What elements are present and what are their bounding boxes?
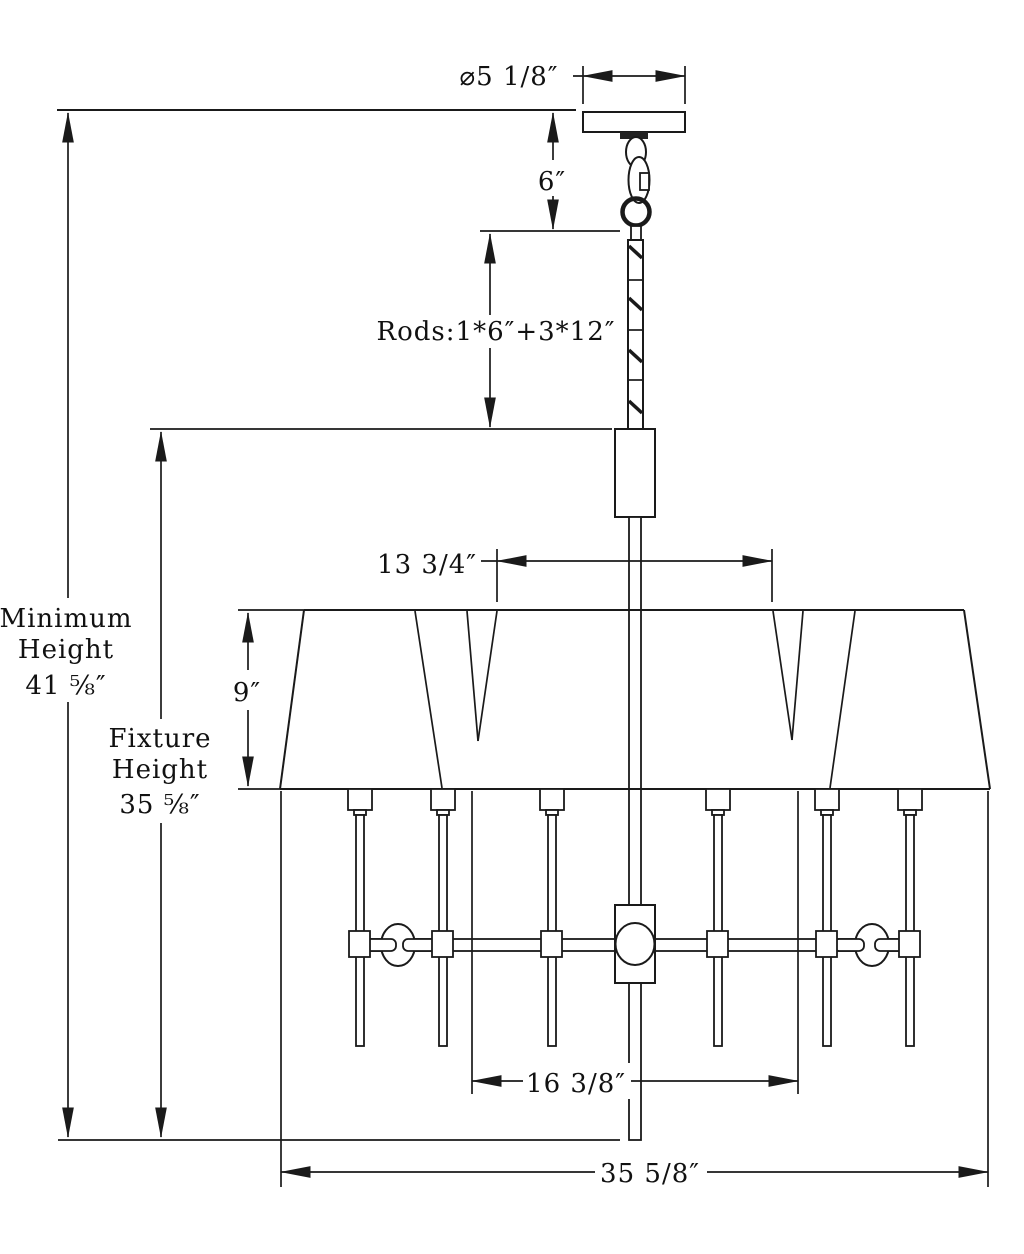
candle-4 [705,788,731,1047]
minimum-height-label-2: Height [18,635,114,665]
chain-length-label: 6″ [538,167,566,197]
arm-collar [815,930,838,958]
arm-collar [540,930,563,958]
shade-seam [829,610,856,789]
arm-collar [348,930,371,958]
central-hub-ball [614,922,656,966]
canopy-diameter-label: ⌀5 1/8″ [459,62,558,92]
rod-twist-mark [627,296,644,312]
dimension-lines [62,70,990,1178]
arm-spread-label: 16 3/8″ [526,1069,626,1099]
canopy-assembly [582,111,686,228]
rod-twist-mark [627,399,644,415]
fixture-height-label-2: Height [112,755,208,785]
minimum-height-label-3: 41 ⅝″ [25,671,106,701]
shade-left-edge [279,609,305,790]
shade-seam [772,610,793,741]
candle-arms [347,788,923,1047]
shade-height-label: 9″ [233,678,261,708]
minimum-height-label-1: Minimum [0,604,133,634]
quick-link-clasp [639,172,650,191]
shade-seam [414,610,443,789]
bar-cap [833,938,865,952]
arm-collar [431,930,454,958]
shade [279,609,991,790]
rod-coupler [614,428,656,518]
candle-5 [814,788,840,1047]
label-backgrounds [4,56,707,1189]
fixture-height-label-1: Fixture [108,724,211,754]
candle-1 [347,788,373,1047]
canopy-collar [620,132,648,139]
arm-collar [706,930,729,958]
arm-collar [898,930,921,958]
fixture-height-label-3: 35 ⅝″ [119,790,200,820]
candle-6 [897,788,923,1047]
shade-top-width-label: 13 3/4″ [377,550,477,580]
center-stem [628,516,642,1141]
lower-extension-lines [280,791,989,1187]
overall-width-label: 35 5/8″ [600,1159,700,1189]
shade-seam [466,610,479,742]
bar-cap [402,938,437,952]
candle-3 [539,788,565,1047]
dimension-labels: ⌀5 1/8″ 6″ Rods:1*6″+3*12″ 13 3/4″ 9″ Mi… [0,62,700,1189]
stem-assembly [614,225,656,1141]
shade-right-edge [963,609,991,790]
rods-label: Rods:1*6″+3*12″ [377,317,616,347]
reference-lines [57,66,773,1141]
rod-twist-mark [627,348,644,364]
shade-seam [477,610,498,742]
candle-2 [430,788,456,1047]
rod-twist-mark [627,244,644,260]
ceiling-canopy [582,111,686,133]
shade-seam [791,610,804,741]
